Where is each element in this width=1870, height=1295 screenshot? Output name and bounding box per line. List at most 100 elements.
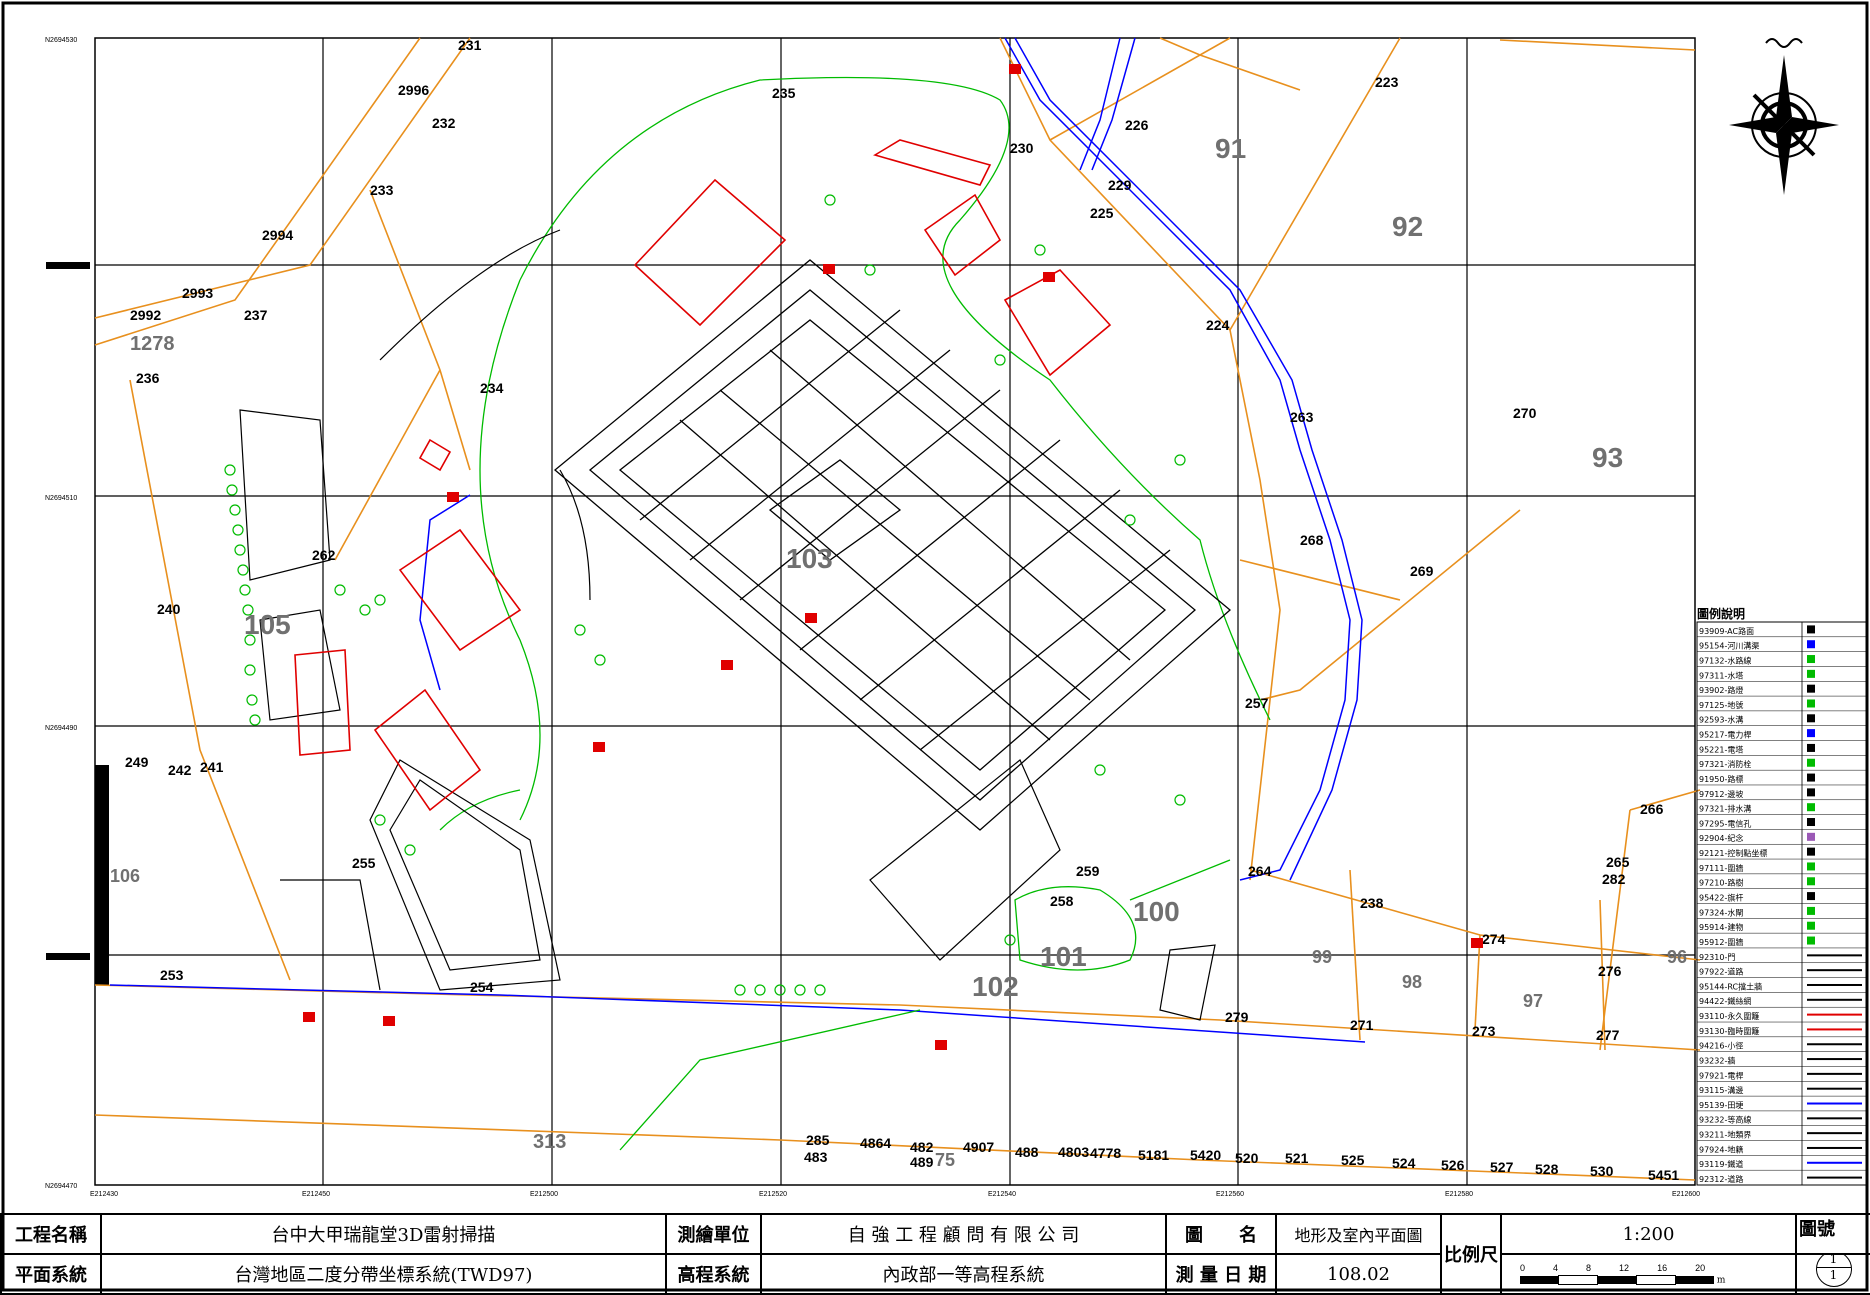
scale-tick: 16 — [1657, 1262, 1668, 1273]
parcel-label: 98 — [1402, 972, 1422, 992]
point-label: 4907 — [963, 1139, 994, 1155]
point-label: 249 — [125, 754, 149, 770]
legend-swatch — [1807, 1146, 1862, 1149]
point-label: 5420 — [1190, 1147, 1221, 1163]
title-block: 工程名稱 台中大甲瑞龍堂3D雷射掃描 測繪單位 自 強 工 程 顧 問 有 限 … — [0, 1213, 1870, 1295]
legend-swatch — [1807, 847, 1815, 856]
legend-swatch — [1807, 818, 1815, 827]
height-value: 內政部一等高程系統 — [760, 1253, 1167, 1295]
legend-swatch — [1807, 714, 1815, 723]
point-label: 277 — [1596, 1027, 1620, 1043]
point-label: 526 — [1441, 1157, 1465, 1173]
grid-tick — [46, 262, 90, 269]
legend-swatch — [1807, 788, 1815, 797]
legend-swatch — [1807, 640, 1815, 649]
grid-label: E212600 — [1672, 1191, 1700, 1198]
legend-swatch — [1807, 729, 1815, 738]
legend-swatch — [1807, 906, 1815, 915]
point-label: 266 — [1640, 801, 1664, 817]
legend-swatch — [1807, 892, 1815, 901]
scale-segment — [1676, 1275, 1714, 1284]
point-label: 265 — [1606, 854, 1630, 870]
parcel-label: 101 — [1040, 941, 1087, 972]
point-label: 255 — [352, 855, 376, 871]
point-label: 528 — [1535, 1161, 1559, 1177]
point-label: 230 — [1010, 140, 1034, 156]
legend-item-label: 94216-小徑 — [1699, 1041, 1743, 1051]
legend-item-label: 97111-圍牆 — [1699, 863, 1743, 873]
legend-item-label: 97132-水路線 — [1699, 655, 1751, 665]
scale-segment — [1636, 1274, 1676, 1285]
parcel-label: 106 — [110, 866, 140, 886]
legend-item-label: 92310-門 — [1699, 953, 1735, 962]
point-label: 524 — [1392, 1155, 1416, 1171]
point-label: 242 — [168, 762, 192, 778]
grid-label: E212540 — [988, 1191, 1016, 1198]
scale-segment — [1598, 1275, 1636, 1284]
parcel-label: 93 — [1592, 442, 1623, 473]
point-label: 231 — [458, 37, 482, 53]
parcel-label: 1278 — [130, 333, 175, 355]
point-label: 2993 — [182, 285, 213, 301]
grid-label: E212520 — [759, 1191, 787, 1198]
map-legend: 圖例說明 93909-AC路面95154-河川溝渠97132-水路線97311-… — [1696, 606, 1868, 1186]
main-complex — [553, 259, 1231, 831]
point-label: 483 — [804, 1149, 828, 1165]
point-label: 226 — [1125, 117, 1149, 133]
legend-item-label: 95912-圍牆 — [1699, 937, 1743, 947]
edge-bar — [95, 765, 109, 985]
plane-value: 台灣地區二度分帶坐標系統(TWD97) — [100, 1253, 667, 1295]
legend-swatch — [1807, 1043, 1862, 1046]
legend-swatch — [1807, 684, 1815, 693]
parcel-label: 99 — [1312, 947, 1332, 967]
point-label: 235 — [772, 85, 796, 101]
map-frame — [94, 37, 1696, 1186]
point-label: 224 — [1206, 317, 1230, 333]
parcel-labels: 91 92 93 1278 105 106 103 100 101 102 99… — [110, 133, 1687, 1170]
scale-label: 比例尺 — [1440, 1213, 1502, 1295]
project-label: 工程名稱 — [0, 1213, 102, 1255]
legend-item-label: 97921-電桿 — [1699, 1070, 1743, 1080]
parcel-label: 75 — [935, 1150, 955, 1170]
grid-label: E212500 — [530, 1191, 558, 1198]
legend-item-label: 97912-邊坡 — [1699, 789, 1743, 799]
legend-item-label: 95914-建物 — [1699, 922, 1743, 932]
point-label: 259 — [1076, 863, 1100, 879]
grid-label: E212580 — [1445, 1191, 1473, 1198]
plane-label: 平面系統 — [0, 1253, 102, 1295]
point-labels: 231 2996 232 233 2994 2993 2992 237 236 … — [125, 37, 1679, 1183]
legend-swatch — [1807, 832, 1815, 841]
legend-item-label: 93902-路燈 — [1699, 685, 1743, 695]
legend-swatch — [1807, 862, 1815, 871]
point-label: 525 — [1341, 1152, 1365, 1168]
legend-item-label: 92904-紀念 — [1699, 833, 1743, 843]
legend-item-label: 92312-道路 — [1699, 1174, 1743, 1184]
legend-item-label: 97311-水塔 — [1699, 670, 1743, 680]
point-label: 271 — [1350, 1017, 1374, 1033]
height-label: 高程系統 — [665, 1253, 762, 1295]
tree-symbols — [224, 194, 1186, 996]
parcel-label: 97 — [1523, 991, 1543, 1011]
point-label: 279 — [1225, 1009, 1249, 1025]
grid-label: N2694530 — [45, 37, 77, 44]
point-label: 2996 — [398, 82, 429, 98]
scale-bar-graphic: m — [1520, 1274, 1793, 1285]
point-label: 521 — [1285, 1150, 1309, 1166]
point-label: 253 — [160, 967, 184, 983]
legend-item-label: 92121-控制點坐標 — [1699, 848, 1767, 858]
point-label: 223 — [1375, 74, 1399, 90]
project-value: 台中大甲瑞龍堂3D雷射掃描 — [100, 1213, 667, 1255]
legend-swatch — [1807, 983, 1862, 986]
point-label: 270 — [1513, 405, 1537, 421]
legend-title: 圖例說明 — [1697, 606, 1745, 621]
legend-item-label: 97321-排水溝 — [1699, 804, 1751, 814]
grid-label: E212560 — [1216, 1191, 1244, 1198]
point-label: 233 — [370, 182, 394, 198]
drawing-label: 圖 名 — [1165, 1213, 1277, 1255]
legend-item-label: 93909-AC路面 — [1699, 626, 1754, 636]
legend-item-label: 97922-道路 — [1699, 967, 1743, 977]
point-label: 489 — [910, 1154, 934, 1170]
date-label: 測 量 日 期 — [1165, 1253, 1277, 1295]
point-label: 274 — [1482, 931, 1506, 947]
